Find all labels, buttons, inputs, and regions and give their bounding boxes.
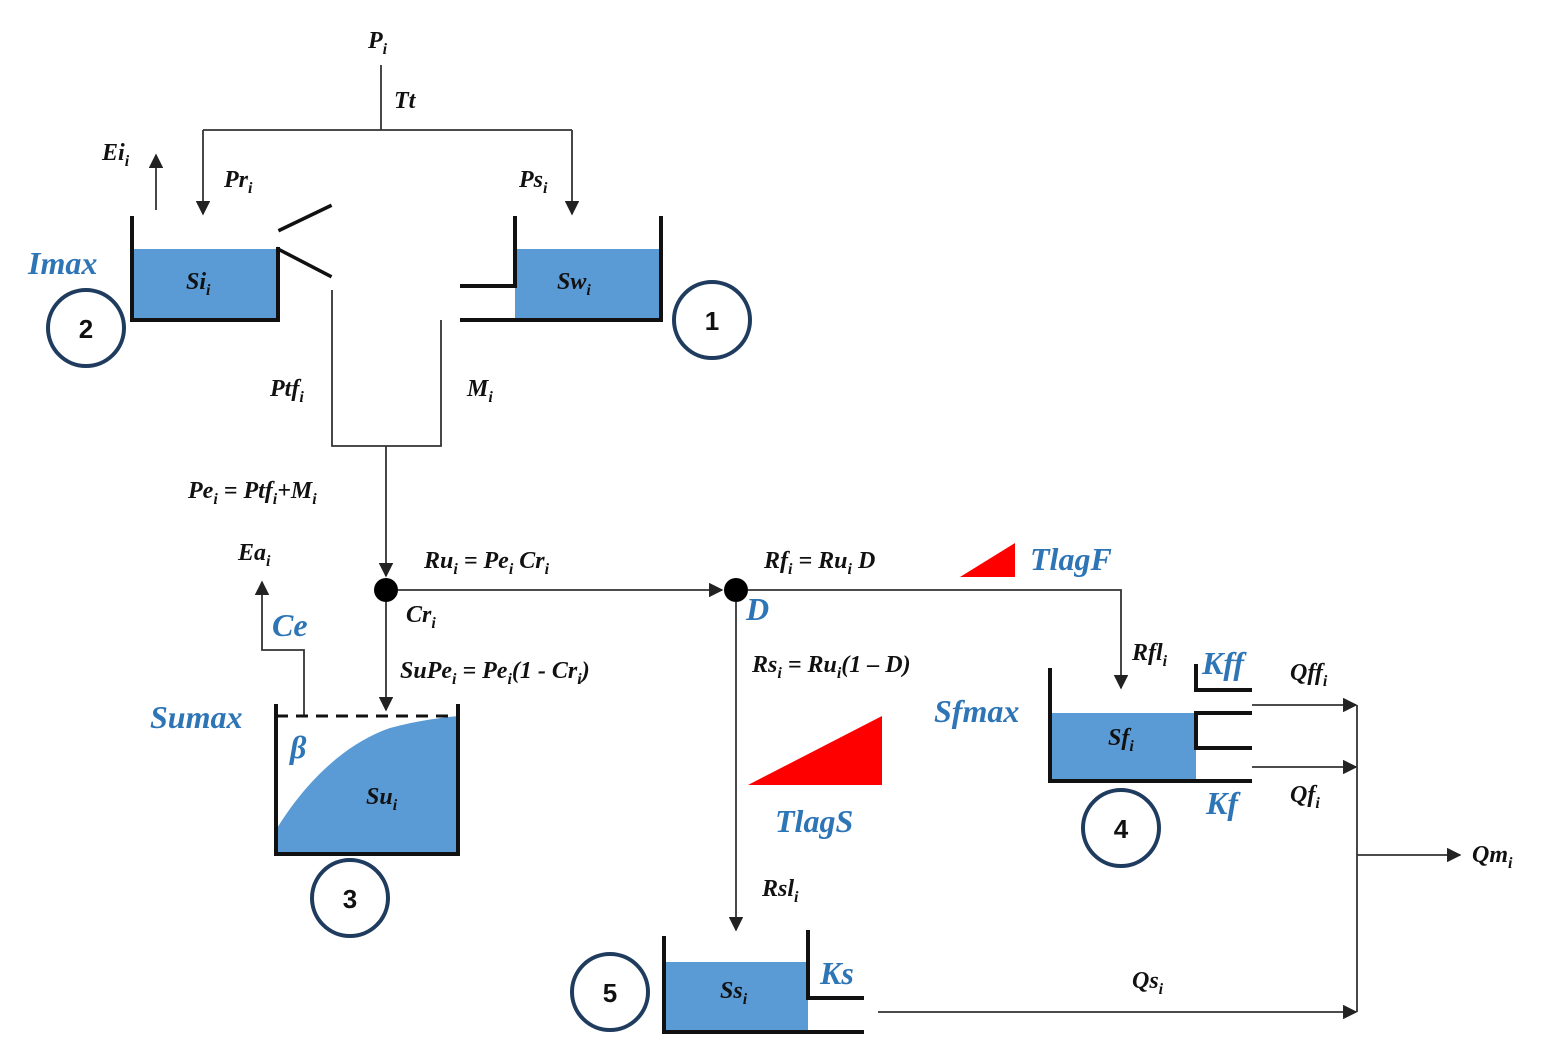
melt-label: Mi bbox=[466, 376, 493, 406]
fast-flow-line bbox=[748, 589, 1129, 690]
slow-lagged-inflow-label: Rsli bbox=[761, 876, 799, 906]
unsaturated-store-label: Sui bbox=[366, 784, 398, 814]
threshold-temperature-label: Tt bbox=[394, 88, 417, 114]
actual-evaporation-line bbox=[254, 580, 305, 716]
snow-label: Psi bbox=[518, 167, 548, 197]
effective-precip-equation: Pei = Ptfi+Mi bbox=[187, 478, 317, 508]
throughfall-label: Ptfi bbox=[269, 376, 304, 406]
svg-text:4: 4 bbox=[1114, 814, 1129, 844]
store-number-5: 5 bbox=[570, 952, 650, 1032]
unsaturated-store bbox=[274, 704, 460, 856]
runoff-coefficient-node bbox=[374, 578, 398, 602]
total-discharge-label: Qmi bbox=[1472, 842, 1513, 872]
fast-store-label: Sfi bbox=[1108, 725, 1134, 755]
tlagf-triangle-icon bbox=[960, 543, 1015, 577]
tlagf-parameter: TlagF bbox=[1030, 541, 1112, 577]
svg-text:1: 1 bbox=[705, 306, 719, 336]
beta-parameter: β bbox=[289, 729, 307, 765]
snow-store-label: Swi bbox=[557, 269, 591, 299]
split-node-d bbox=[724, 578, 748, 602]
precipitation-label: Pi bbox=[367, 28, 388, 58]
slow-store bbox=[662, 930, 864, 1034]
svg-text:3: 3 bbox=[343, 884, 357, 914]
ce-parameter: Ce bbox=[272, 607, 308, 643]
kff-parameter: Kff bbox=[1201, 645, 1247, 681]
sfmax-parameter: Sfmax bbox=[934, 693, 1019, 729]
store-number-2: 2 bbox=[46, 288, 126, 368]
store-number-3: 3 bbox=[310, 858, 390, 938]
slow-store-label: Ssi bbox=[720, 978, 748, 1008]
very-fast-flow-label: Qffi bbox=[1290, 660, 1328, 690]
interception-store bbox=[130, 203, 333, 322]
fast-runoff-equation: Rfi = Rui D bbox=[763, 548, 875, 578]
sumax-parameter: Sumax bbox=[150, 699, 242, 735]
store-number-4: 4 bbox=[1081, 788, 1161, 868]
tlags-triangle-icon bbox=[748, 716, 882, 785]
fast-lagged-inflow-label: Rfli bbox=[1131, 640, 1168, 670]
fast-flow-label: Qfi bbox=[1290, 782, 1320, 812]
ks-parameter: Ks bbox=[819, 955, 854, 991]
snow-water bbox=[515, 249, 661, 319]
fast-water bbox=[1050, 713, 1196, 781]
runoff-equation: Rui = Pei Cri bbox=[423, 548, 550, 578]
slow-flow-label: Qsi bbox=[1132, 968, 1164, 998]
fast-store bbox=[1048, 664, 1252, 783]
kf-parameter: Kf bbox=[1205, 785, 1241, 821]
interception-evaporation-label: Eii bbox=[101, 140, 130, 170]
slow-water bbox=[664, 962, 808, 1030]
imax-parameter: Imax bbox=[27, 245, 97, 281]
precipitation-split bbox=[148, 65, 580, 216]
rain-label: Pri bbox=[223, 167, 253, 197]
store-number-1: 1 bbox=[672, 280, 752, 360]
snow-store bbox=[460, 216, 663, 322]
actual-evaporation-label: Eai bbox=[237, 540, 271, 570]
runoff-coefficient-label: Cri bbox=[406, 602, 436, 632]
svg-text:2: 2 bbox=[79, 314, 93, 344]
unsaturated-water bbox=[276, 716, 458, 854]
tlags-parameter: TlagS bbox=[775, 803, 853, 839]
d-parameter: D bbox=[745, 591, 769, 627]
svg-text:5: 5 bbox=[603, 978, 617, 1008]
interception-water bbox=[132, 249, 278, 319]
soil-infiltration-equation: SuPei = Pei(1 - Cri) bbox=[400, 658, 590, 688]
interception-store-label: Sii bbox=[186, 269, 211, 299]
slow-runoff-equation: Rsi = Rui(1 – D) bbox=[751, 652, 911, 682]
effective-precip-merge bbox=[331, 290, 442, 578]
